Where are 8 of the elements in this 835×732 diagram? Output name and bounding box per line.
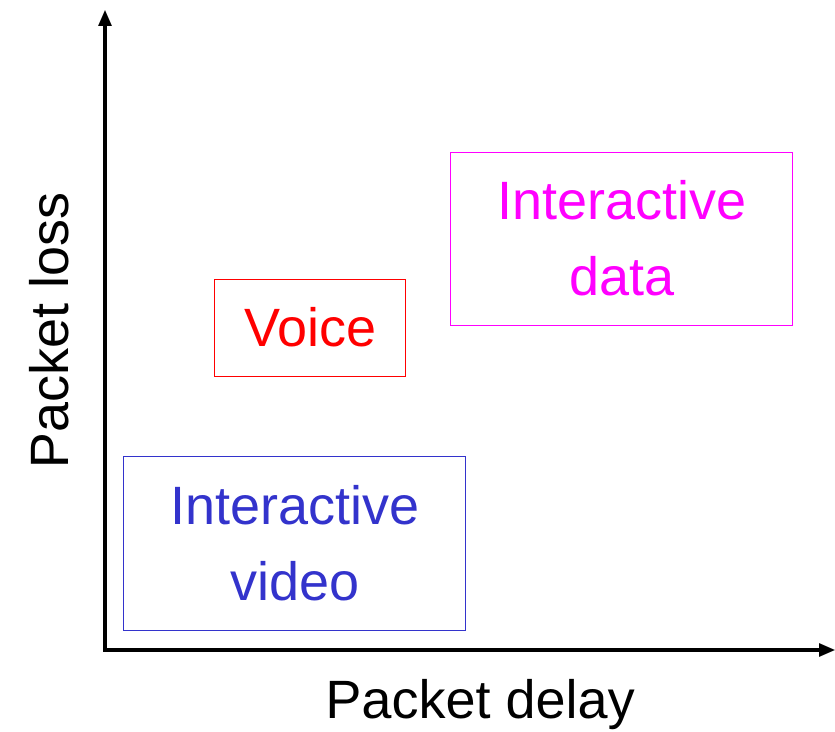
category-box [214,279,406,377]
category-label: Interactive video [168,474,420,614]
category-label: Voice [244,297,376,360]
category-label: Interactive data [496,170,748,309]
category-box [123,456,466,631]
category-box [450,152,793,326]
x-axis-title: Packet delay [325,673,635,727]
y-axis-title: Packet loss [23,192,77,468]
